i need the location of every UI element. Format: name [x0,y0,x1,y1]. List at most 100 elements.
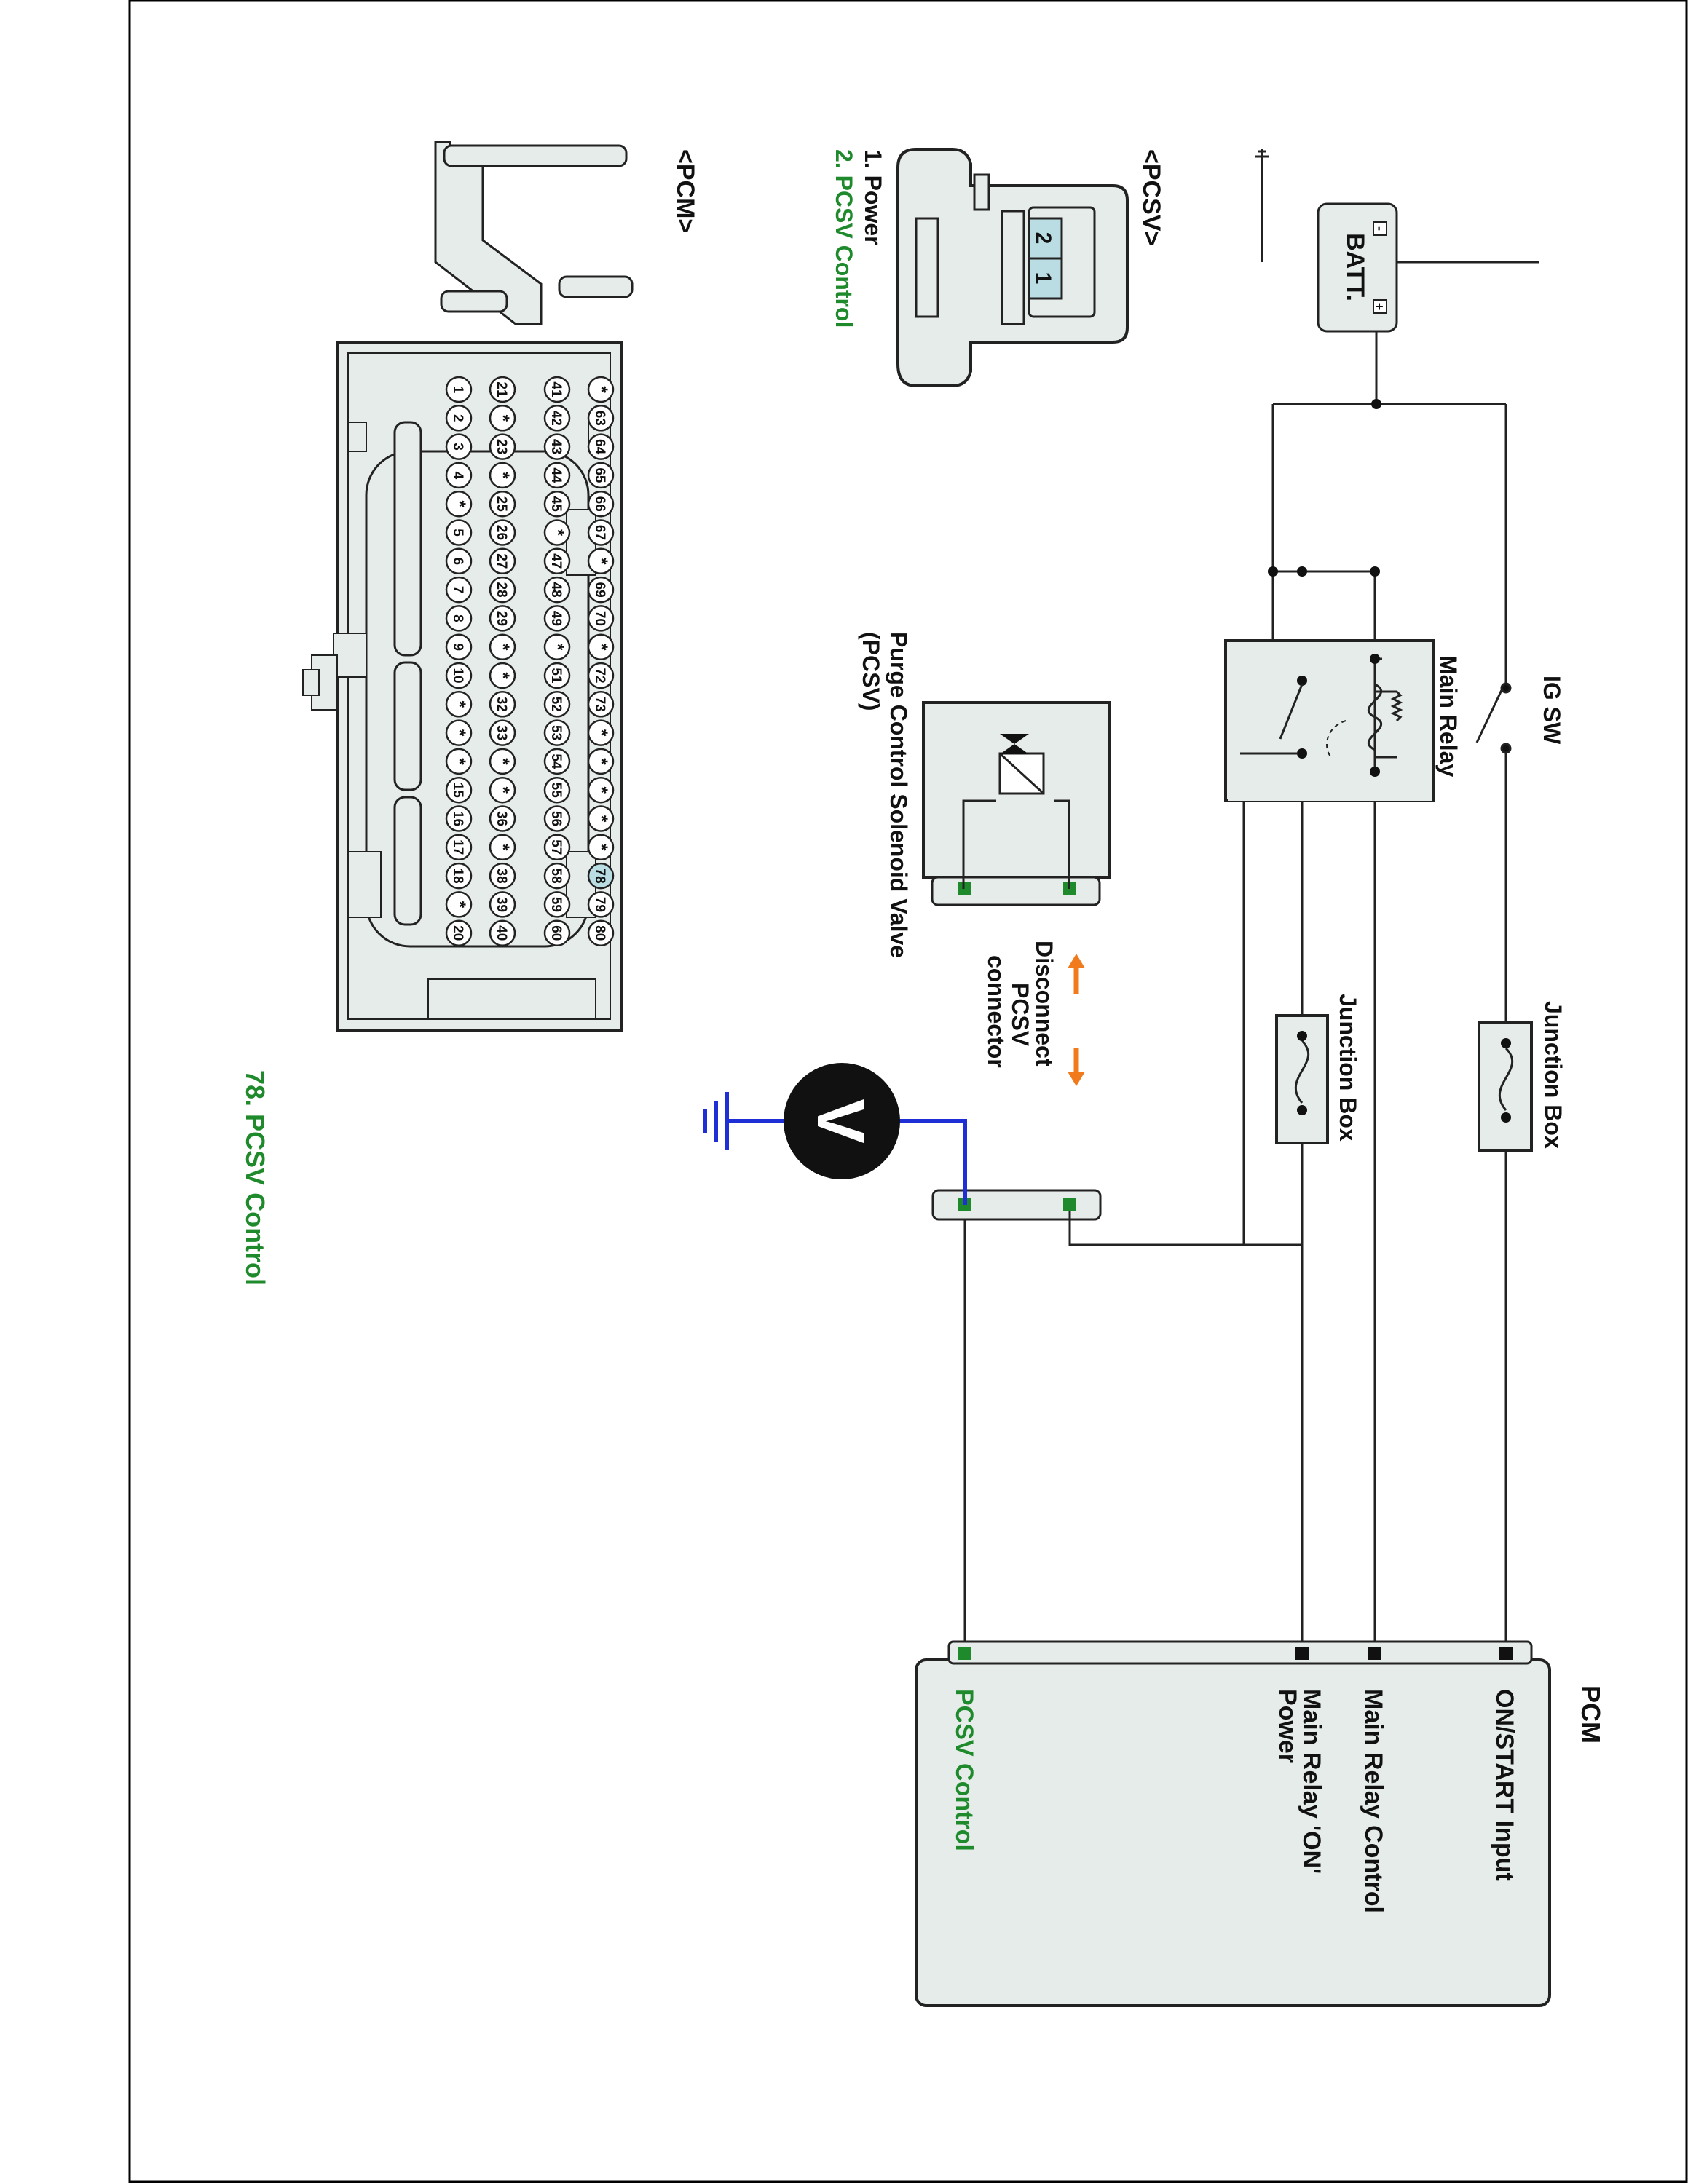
pcm-pin-label: 18 [450,869,465,884]
pcm-pin-cavity [543,805,571,832]
fuse-icon [1294,1040,1310,1104]
junction-box-2 [1275,1014,1329,1144]
pcm-pin-cavity [489,662,516,689]
pcm-pin-label: * [591,844,611,851]
pcm-pin-label: * [493,758,513,765]
page-frame [128,0,1688,2183]
pcm-pin-cavity [543,462,571,489]
pcm-pin-cavity [587,576,615,604]
pcm-pin-cavity [587,862,615,890]
pcm-pin-cavity [489,776,516,804]
battery-plus-terminal: + [1372,303,1387,311]
pcsv-valve [922,701,1111,906]
pcm-pin-main-relay-control: Main Relay Control [1360,1689,1387,1913]
pcm-pin-label: 6 [450,558,465,566]
pcm-pin-cavity [587,605,615,632]
pcm-pin-label: 32 [494,697,509,712]
pcm-connector-face: 1234*5678910***15161718*2021*23*25262728… [302,141,634,1032]
pcm-pin-cavity [445,662,473,689]
pcm-pin-cavity [587,776,615,804]
pcm-pin-cavity [543,633,571,660]
pcm-pin-label: 38 [494,869,509,884]
pcm-pin-cavity [489,862,516,890]
pcm-pin-cavity [543,662,571,689]
pcm-pin-label: 25 [494,496,509,513]
pcm-pin-label: 47 [548,553,564,569]
pcm-pin-cavity [445,405,473,432]
pcm-pin-label: 43 [548,439,564,454]
pcm-pin-cavity [489,433,516,460]
pcm-pin-cavity [587,919,615,946]
pcm-pin-cavity [489,519,516,546]
pcm-pin-cavity [489,719,516,746]
pcm-connector-title: <PCM> [671,149,699,233]
pcm-pin-cavity [587,490,615,518]
pcm-pin-label: 42 [548,411,564,426]
pcsv-cavity-1: 1 [1031,272,1055,285]
ig-switch-feed-wire [1504,404,1507,686]
disconnect-line3: connector [983,955,1009,1068]
disconnect-line2: PCSV [1007,983,1033,1047]
pcm-pin-cavity [543,748,571,775]
pcm-pin-label: 64 [592,439,607,455]
pcm-pin-label: 48 [548,582,564,598]
pcm-pin-cavity [543,519,571,546]
pcm-pin-cavity [445,576,473,604]
pcm-pin-cavity [587,433,615,460]
pcm-pin-cavity [489,576,516,604]
pcm-pin-label: 36 [494,811,509,826]
main-relay-label: Main Relay [1435,655,1462,777]
pcm-pin-label: 29 [494,611,509,626]
pcm-pin-cavity [445,547,473,575]
solenoid-valve-icon [962,799,1070,889]
pcm-pin-cavity [489,547,516,575]
pcm-pin-cavity [445,490,473,518]
pcm-pin-cavity [543,862,571,890]
pcm-pin-label: 56 [548,811,564,826]
pcm-pin-cavity [445,919,473,946]
pcm-pin-label: 80 [592,925,607,941]
pcm-pin-label: 57 [548,839,564,855]
pcm-pin-cavity [445,862,473,890]
pcm-pin-label: 51 [548,668,564,684]
pcm-pin-label: 10 [450,668,465,683]
wires [963,230,1539,1642]
pcm-pin-cavity [543,776,571,804]
pcm-pin-cavity [489,919,516,946]
pcm-pin-cavity [445,519,473,546]
pcm-pin-label: 21 [494,381,509,397]
voltmeter: V [703,1063,967,1205]
pcm-pin-label: 63 [592,411,607,426]
pcm-pin-label: 1 [450,386,465,394]
pcm-pin-label: 70 [592,611,607,626]
pcm-pin-power: Power [1274,1689,1301,1763]
pcm-pin-label: 23 [494,439,509,454]
pcm-pin-label: * [449,901,469,909]
disconnect-arrows-icon [1068,954,1085,1086]
pcm-pin-cavity [543,433,571,460]
pcm-pin-cavity [445,462,473,489]
pcm-pin-label: 60 [548,925,564,941]
pcm-pin-label: 26 [494,525,509,540]
pcm-pin-cavity [489,376,516,403]
pcm-pin-label: 69 [592,582,607,598]
pcm-pin-cavity [445,691,473,718]
pcm-pin-label: 16 [450,811,465,826]
pcm-pin-label: 40 [494,925,509,941]
pcm-pin-label: 17 [450,839,465,855]
pcm-pin-cavity [489,633,516,660]
pcm-pin-grid: 1234*5678910***15161718*2021*23*25262728… [445,376,615,946]
pcm-pin-label: 67 [592,525,607,540]
pcm-pin-cavity [489,891,516,918]
pcm-pin-cavity [489,490,516,518]
pcm-pin-label: * [449,758,469,765]
pcm-pin-label: * [591,729,611,737]
pcm-pin-cavity [543,490,571,518]
pcm-pin-label: 33 [494,725,509,740]
pcm-pin-label: 39 [494,897,509,912]
pcm-pin-cavity [587,891,615,918]
pcm-pin-label: 66 [592,496,607,512]
voltmeter-symbol: V [803,1099,877,1143]
pcm-pin-label: 52 [548,697,564,712]
pcm-pin-cavity [587,834,615,861]
